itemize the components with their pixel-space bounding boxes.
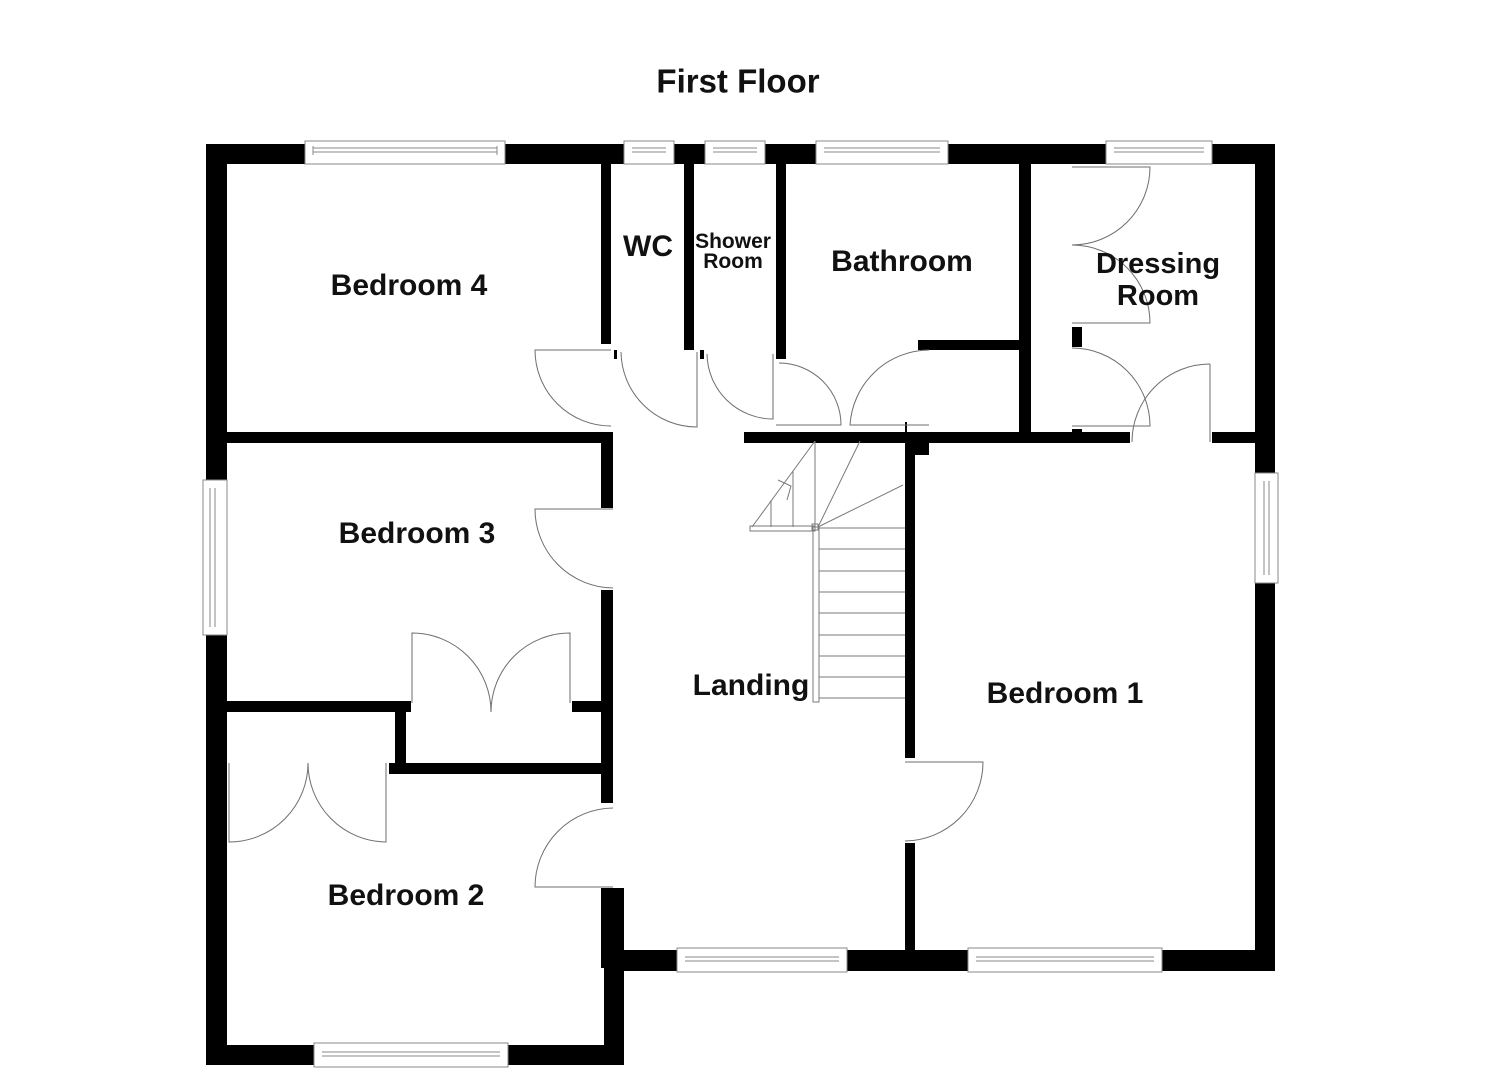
doors [228, 166, 1211, 888]
room-label-landing: Landing [692, 669, 810, 702]
room-label-bedroom-2: Bedroom 2 [327, 879, 485, 912]
interior-walls [227, 164, 1257, 968]
room-label-dressing-room: Dressing Room [1095, 248, 1221, 313]
shower-room-line-1: Shower [695, 230, 771, 254]
room-label-shower-room: Shower Room [695, 230, 771, 273]
staircase [749, 440, 905, 703]
room-label-bedroom-1: Bedroom 1 [986, 677, 1144, 710]
room-label-bedroom-4: Bedroom 4 [330, 269, 488, 302]
windows [202, 140, 1279, 1068]
dressing-room-line-2: Room [1116, 280, 1200, 312]
shower-room-line-2: Room [703, 250, 763, 273]
room-label-bathroom: Bathroom [831, 245, 973, 278]
dressing-room-line-1: Dressing [1095, 248, 1221, 281]
room-label-wc: WC [623, 230, 673, 263]
room-label-bedroom-3: Bedroom 3 [338, 517, 496, 550]
floor-title: First Floor [656, 62, 820, 100]
